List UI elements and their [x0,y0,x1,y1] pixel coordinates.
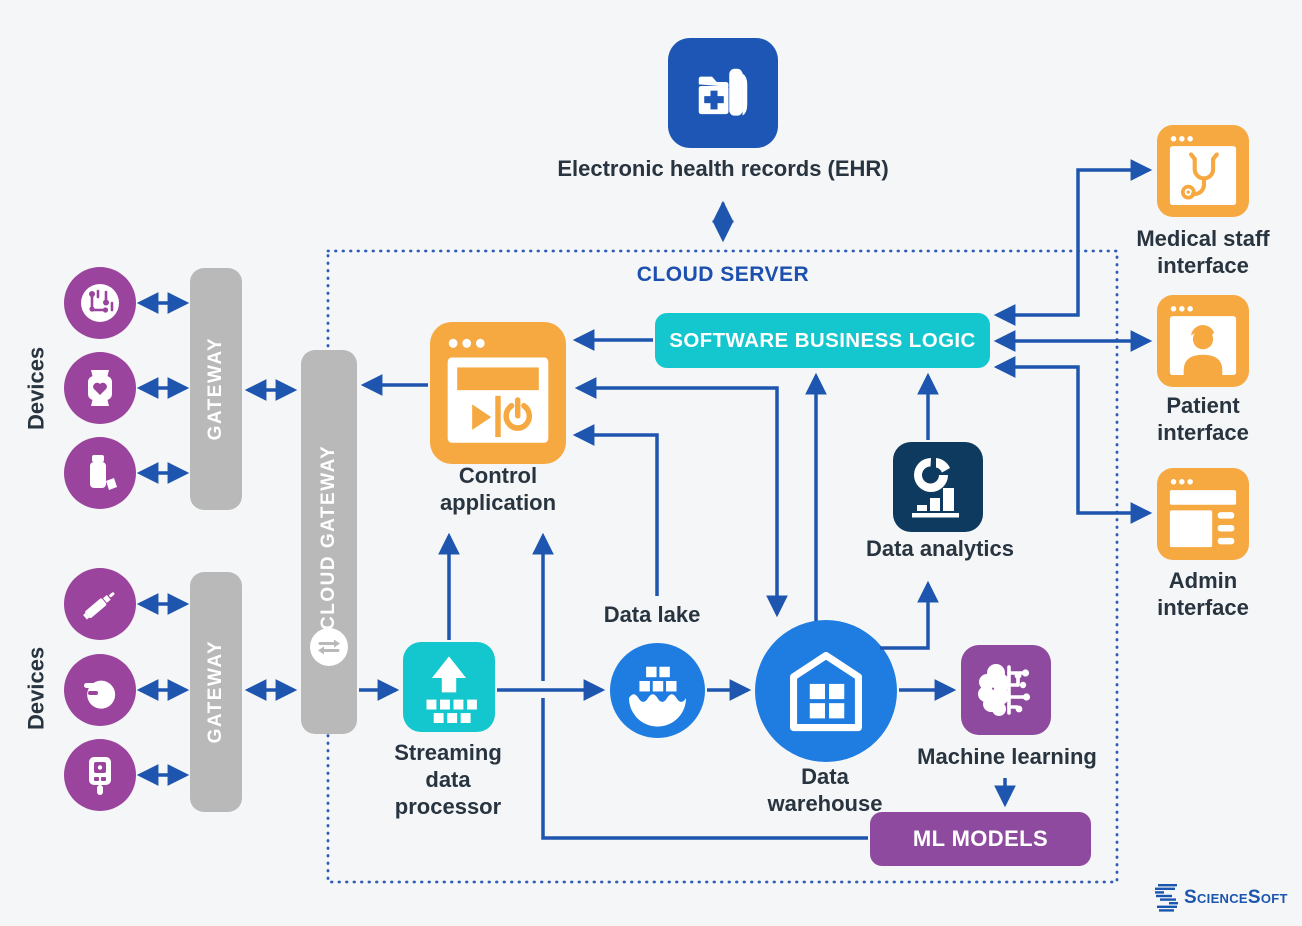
device-implant-chip [64,267,136,339]
cloud-server-label: CLOUD SERVER [636,263,810,286]
control-application-node [430,322,566,464]
streaming-data-processor-node [403,642,495,732]
admin-panel-icon [1169,479,1237,548]
ai-brain-icon [978,664,1031,716]
admin-interface-node [1157,468,1249,560]
gateway-bottom: GATEWAY [190,572,242,812]
data-analytics-node [893,442,983,532]
ehr-label: Electronic health records (EHR) [557,156,889,181]
data-lake-icon [629,666,686,727]
inhaler-icon [90,455,117,490]
ehr-node [668,38,778,148]
software-business-logic-label: SOFTWARE BUSINESS LOGIC [669,328,976,352]
machine-learning-node [961,645,1051,735]
gateway-bottom-label: GATEWAY [205,640,226,744]
cloud-gateway-label: CLOUD GATEWAY [318,444,339,630]
device-glucose-meter [64,739,136,811]
data-warehouse-node [755,620,897,762]
arrow-data-lake-to-control-app [572,424,659,596]
patient-interface-label: Patient interface [1157,393,1249,445]
device-pacemaker [64,654,136,726]
sciencesoft-logo: ScienceSoft [1155,884,1288,912]
sync-arrows-icon [310,628,348,666]
data-lake-node [610,643,705,738]
data-lake-label: Data lake [603,602,701,627]
cloud-gateway: CLOUD GATEWAY [301,350,357,734]
device-inhaler [64,437,136,509]
medical-staff-interface-node [1157,125,1249,217]
control-application-label: Control application [439,463,557,515]
ml-models-node: ML MODELS [870,812,1091,866]
data-analytics-label: Data analytics [866,536,1014,561]
ml-models-label: ML MODELS [912,826,1049,851]
software-business-logic-node: SOFTWARE BUSINESS LOGIC [655,313,990,368]
stethoscope-icon [1169,136,1237,206]
app-window-controls-icon [447,338,549,443]
device-injection-pen [64,568,136,640]
devices-bottom-label: Devices [23,646,49,731]
patient-avatar-icon [1169,306,1237,376]
stream-upload-icon [426,656,477,723]
gateway-top-label: GATEWAY [205,337,226,441]
medical-records-folder-icon [698,68,748,116]
streaming-data-processor-label: Streaming data processor [394,740,502,819]
gateway-top: GATEWAY [190,268,242,510]
medical-staff-interface-label: Medical staff interface [1136,226,1270,278]
pacemaker-icon [84,680,116,709]
sciencesoft-logo-text: ScienceSoft [1184,887,1288,908]
data-warehouse-label: Data warehouse [767,764,883,816]
injection-pen-icon [83,592,115,620]
implant-chip-icon [81,284,119,322]
admin-interface-label: Admin interface [1157,568,1249,620]
machine-learning-label: Machine learning [917,744,1097,769]
glucose-meter-icon [89,757,111,795]
devices-top-label: Devices [23,346,49,431]
analytics-chart-icon [912,458,959,518]
arrow-control-app-warehouse [574,377,788,618]
smartwatch-icon [88,370,112,406]
device-smartwatch [64,352,136,424]
warehouse-icon [789,651,863,732]
patient-interface-node [1157,295,1249,387]
sciencesoft-logo-icon [1155,884,1178,912]
